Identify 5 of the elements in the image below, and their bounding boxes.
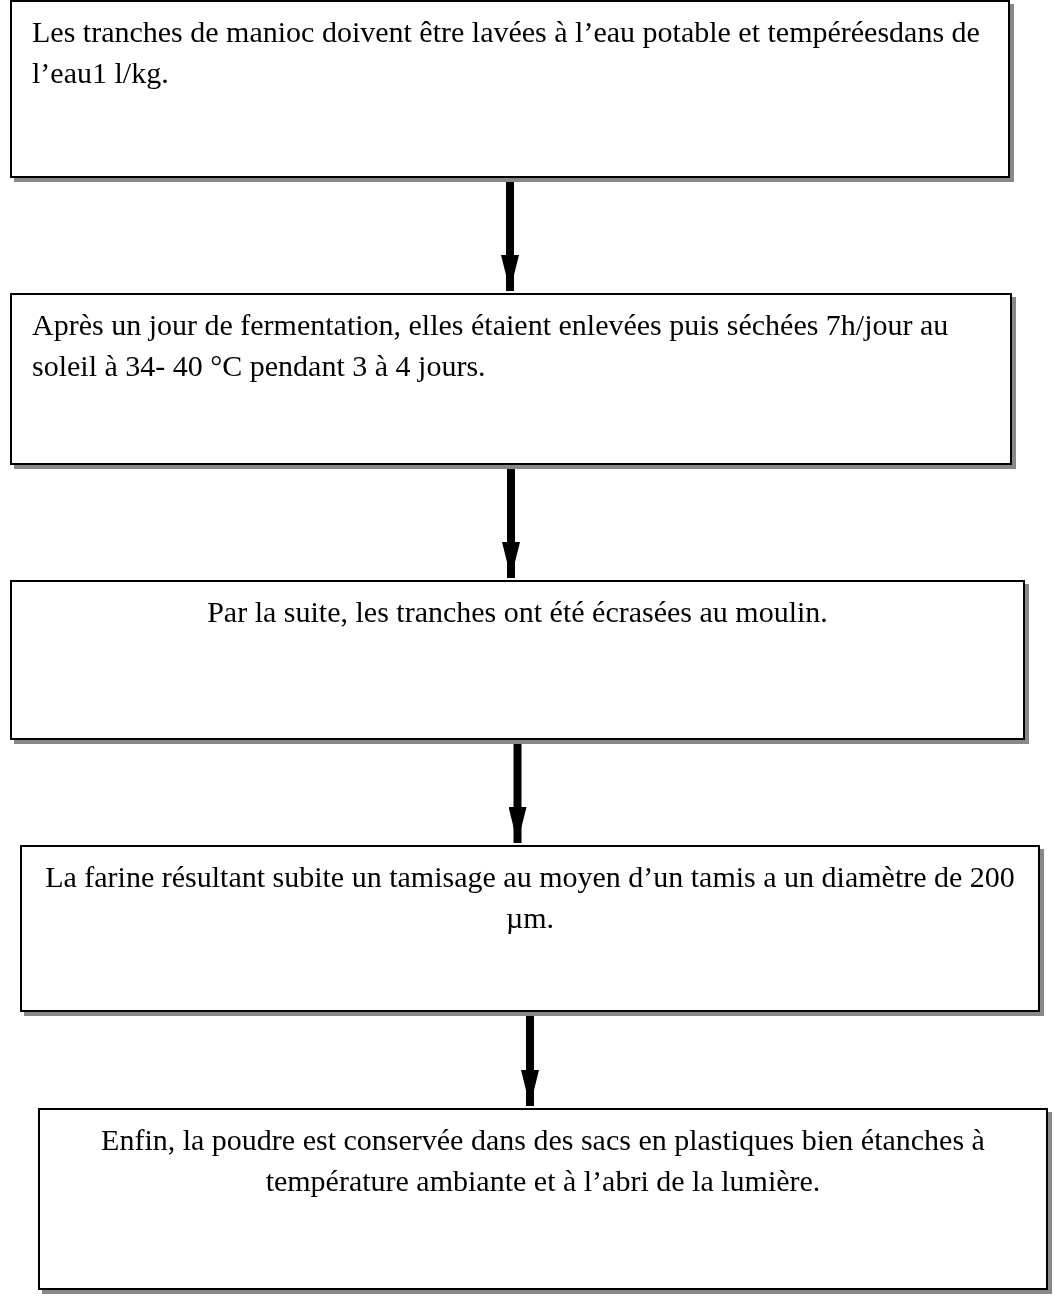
step-text: Après un jour de fermentation, elles étaient enlevées puis séchées 7h/jour au soleil à 34- 40 °C pendant 3 à 4 jours. — [32, 307, 950, 384]
step-text: Par la suite, les tranches ont été écrasées au moulin. — [206, 594, 829, 630]
step-text: Les tranches de manioc doivent être lavées à l’eau potable et tempéréesdans de l’eau1 l/kg. — [32, 14, 981, 91]
step-text: La farine résultant subite un tamisage au moyen d’un tamis a un diamètre de 200 µm. — [44, 859, 1016, 936]
step-text: Enfin, la poudre est conservée dans des sacs en plastiques bien étanches à température ambiante et à l’abri de la lumière. — [100, 1122, 986, 1199]
